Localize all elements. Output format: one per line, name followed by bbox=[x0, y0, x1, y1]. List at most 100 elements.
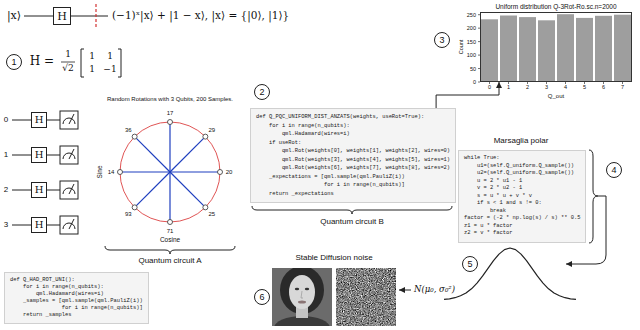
hadamard-gate: H bbox=[31, 112, 47, 128]
measurement-box bbox=[60, 181, 78, 199]
code-line: for i in range(n_qubits)] bbox=[256, 181, 450, 190]
matrix-symbol: H = bbox=[30, 55, 54, 68]
fraction-denominator: √2 bbox=[62, 64, 73, 74]
tick-label: 0 bbox=[488, 84, 491, 90]
sample-count: 17 bbox=[167, 110, 174, 117]
bar bbox=[595, 16, 612, 82]
callout-text: 2 bbox=[259, 88, 264, 97]
code-line: z2 = v * factor bbox=[464, 230, 580, 238]
tick-label: 150 bbox=[467, 39, 476, 45]
meter-symbol bbox=[63, 184, 75, 194]
code-line: _samples = [qml.sample(qml.PauliZ(i)) bbox=[10, 298, 143, 305]
gate-label: H bbox=[35, 150, 44, 160]
bar bbox=[576, 18, 593, 82]
matrix-bracket bbox=[118, 49, 121, 77]
code-block: while True: u1=(self.Q_uniform.Q_sample(… bbox=[458, 150, 586, 243]
tick-label: 2 bbox=[526, 84, 529, 90]
code-line: return _samples bbox=[10, 312, 143, 319]
sample-marker bbox=[168, 120, 173, 125]
code-line: def Q_HAD_ROT_UNI(): bbox=[10, 277, 143, 284]
tick-label: 6 bbox=[602, 84, 605, 90]
cut-line bbox=[95, 4, 96, 28]
callout-number: 6 bbox=[254, 289, 270, 305]
tick-label: 7 bbox=[621, 84, 624, 90]
code-line: u1=(self.Q_uniform.Q_sample()) bbox=[464, 163, 580, 171]
axis-label: Count bbox=[458, 40, 464, 55]
code-line: for i in range(n_qubits)] bbox=[10, 305, 143, 312]
unit-circle bbox=[120, 122, 220, 222]
callout-text: 5 bbox=[467, 260, 472, 269]
code-line: if s < 1 and s != 0: bbox=[464, 200, 580, 208]
bar bbox=[614, 15, 631, 82]
tick-label: 5 bbox=[583, 84, 586, 90]
sample-marker bbox=[218, 170, 223, 175]
gate-label: H bbox=[35, 220, 44, 230]
brace bbox=[252, 206, 452, 214]
code-line: v = 2 * u2 - 1 bbox=[464, 185, 580, 193]
qubit-index: 3 bbox=[4, 221, 8, 230]
callout-text: 6 bbox=[259, 293, 264, 302]
tick-label: 1 bbox=[507, 84, 510, 90]
code-line: u2=(self.Q_uniform.Q_sample()) bbox=[464, 170, 580, 178]
flow-arrow bbox=[399, 290, 411, 291]
chart-title: Uniform distribution Q-3Rot-Ro.sc.n=2000 bbox=[495, 3, 616, 10]
chart-frame: Uniform distribution Q-3Rot-Ro.sc.n=2000 bbox=[480, 12, 632, 82]
axis-label: Sine bbox=[96, 165, 103, 178]
qubit-index: 0 bbox=[4, 116, 8, 125]
qubit-circuit bbox=[12, 111, 78, 234]
code-line: def Q_PQC_UNIFORM_DIST_ANZATS(weights, u… bbox=[256, 113, 450, 122]
method-label: Marsaglia polar bbox=[494, 137, 549, 146]
tick-label: 250 bbox=[467, 12, 476, 18]
sample-count: 29 bbox=[208, 127, 215, 134]
tick-label: 50 bbox=[470, 66, 476, 72]
hadamard-gate: H bbox=[31, 182, 47, 198]
tick-label: 0 bbox=[473, 79, 476, 85]
sample-marker bbox=[118, 170, 123, 175]
sample-marker bbox=[132, 134, 137, 139]
code-line: u = 2 * u1 - 1 bbox=[464, 178, 580, 186]
image-caption: Stable Diffusion noise bbox=[295, 254, 372, 263]
code-line: for i in range(n_qubits): bbox=[256, 122, 450, 131]
brace bbox=[589, 150, 598, 243]
ray bbox=[170, 171, 220, 172]
section-label: Quantum circuit A bbox=[138, 257, 201, 266]
hadamard-gate: H bbox=[31, 217, 47, 233]
flow-connector bbox=[436, 82, 499, 108]
axis-label: Cosine bbox=[160, 236, 180, 243]
measurement-box bbox=[60, 111, 78, 129]
ray bbox=[169, 172, 170, 222]
ray bbox=[120, 171, 170, 172]
code-line: qml.Hadamard(wires=i) bbox=[10, 291, 143, 298]
sample-count: 14 bbox=[108, 169, 115, 176]
sample-count: 20 bbox=[226, 169, 233, 176]
code-block: def Q_HAD_ROT_UNI(): for i in range(n_qu… bbox=[4, 272, 149, 324]
ray bbox=[170, 137, 205, 172]
code-line: qml.Rot(weights[0], weights[1], weights[… bbox=[256, 147, 450, 156]
matrix-bracket bbox=[81, 49, 84, 77]
tick-label: 3 bbox=[545, 84, 548, 90]
gate-label: H bbox=[57, 11, 67, 22]
bar bbox=[519, 17, 536, 82]
meter-symbol bbox=[63, 149, 75, 159]
code-line: z1 = u * factor bbox=[464, 223, 580, 231]
matrix-entry: 1 bbox=[89, 52, 95, 62]
code-line: while True: bbox=[464, 155, 580, 163]
gate-label: H bbox=[35, 115, 44, 125]
callout-text: 4 bbox=[611, 166, 616, 175]
gaussian-curve bbox=[444, 248, 576, 299]
plot-title: Random Rotations with 3 Qubits, 200 Samp… bbox=[107, 96, 233, 103]
bar bbox=[538, 20, 555, 82]
ray bbox=[169, 122, 170, 172]
meter-symbol bbox=[63, 219, 75, 229]
code-line: break bbox=[464, 208, 580, 216]
distribution-label: N(μ₀, σ₀²) bbox=[414, 285, 455, 294]
state-equation: (−1)ˣ|x⟩ + |1 − x⟩, |x⟩ = {|0⟩, |1⟩} bbox=[112, 10, 289, 22]
code-line: return _expectations bbox=[256, 190, 450, 199]
qubit-index: 2 bbox=[4, 186, 8, 195]
ray bbox=[135, 137, 170, 172]
sample-count: 93 bbox=[125, 210, 132, 217]
section-label: Quantum circuit B bbox=[320, 218, 384, 227]
histogram-bars bbox=[481, 14, 631, 82]
code-line: s = u * u + v * v bbox=[464, 193, 580, 201]
axis-ticks bbox=[478, 15, 623, 84]
